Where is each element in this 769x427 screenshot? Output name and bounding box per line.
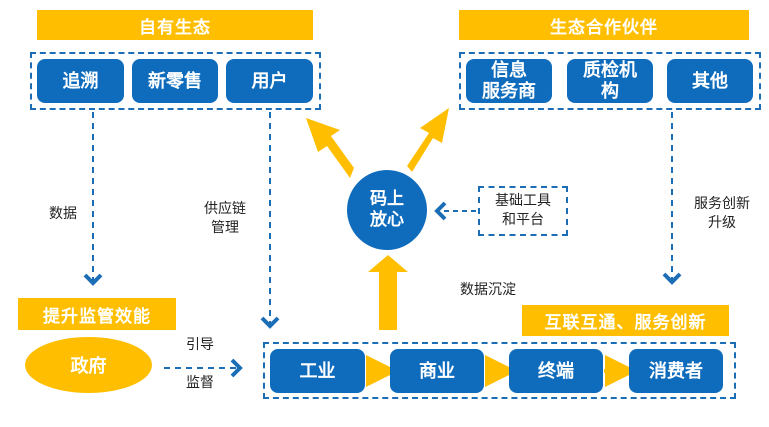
node-others[interactable]: 其他 — [667, 59, 753, 103]
label-supervise: 监督 — [186, 375, 214, 391]
label-supply-chain-2: 管理 — [211, 220, 239, 236]
partner-ecosystem-banner: 生态合作伙伴 — [459, 10, 749, 40]
regulation-banner: 提升监管效能 — [18, 298, 176, 330]
node-label: 用户 — [251, 70, 288, 92]
center-circle[interactable]: 码上 放心 — [347, 170, 427, 250]
node-commerce[interactable]: 商业 — [390, 349, 484, 393]
arrow-up-right — [407, 108, 449, 172]
node-label: 质检机 构 — [583, 60, 637, 102]
node-label: 信息 服务商 — [482, 60, 536, 102]
node-label: 商业 — [419, 360, 455, 382]
label-supply-chain-1: 供应链 — [204, 201, 246, 217]
label-data: 数据 — [49, 206, 77, 222]
arrow-up-center — [368, 255, 408, 330]
chain-banner: 互联互通、服务创新 — [522, 305, 729, 336]
own-ecosystem-title: 自有生态 — [139, 17, 211, 38]
chain-title: 互联互通、服务创新 — [544, 313, 707, 333]
center-line2: 放心 — [370, 210, 404, 230]
node-new-retail[interactable]: 新零售 — [132, 59, 218, 103]
label-service-upgrade-2: 升级 — [708, 215, 736, 231]
label-service-upgrade-1: 服务创新 — [694, 196, 750, 212]
own-ecosystem-banner: 自有生态 — [37, 10, 313, 40]
label-data-settle: 数据沉淀 — [460, 282, 516, 298]
regulation-title: 提升监管效能 — [43, 306, 151, 327]
tools-line2: 和平台 — [502, 212, 544, 228]
node-label: 新零售 — [148, 70, 202, 92]
node-label: 终端 — [538, 360, 574, 382]
node-label: 追溯 — [62, 70, 99, 92]
node-quality-inspection[interactable]: 质检机 构 — [567, 59, 653, 103]
own-ecosystem-group — [30, 52, 321, 110]
arrow-up-left — [306, 118, 354, 178]
node-consumer[interactable]: 消费者 — [629, 349, 723, 393]
tools-box: 基础工具 和平台 — [478, 186, 568, 236]
node-terminal[interactable]: 终端 — [509, 349, 603, 393]
node-label: 其他 — [692, 70, 728, 92]
partner-ecosystem-title: 生态合作伙伴 — [550, 17, 658, 38]
tools-line1: 基础工具 — [495, 193, 551, 209]
node-user[interactable]: 用户 — [226, 59, 313, 103]
label-guide: 引导 — [186, 337, 214, 353]
node-info-service-provider[interactable]: 信息 服务商 — [466, 59, 552, 103]
node-label: 工业 — [299, 360, 336, 382]
government-ellipse[interactable]: 政府 — [25, 337, 152, 393]
chain-group — [263, 342, 736, 399]
partner-ecosystem-group — [459, 52, 761, 110]
center-line1: 码上 — [370, 189, 404, 209]
node-trace[interactable]: 追溯 — [37, 59, 124, 103]
government-label: 政府 — [70, 356, 107, 377]
node-label: 消费者 — [649, 360, 703, 382]
node-industry[interactable]: 工业 — [270, 349, 365, 393]
